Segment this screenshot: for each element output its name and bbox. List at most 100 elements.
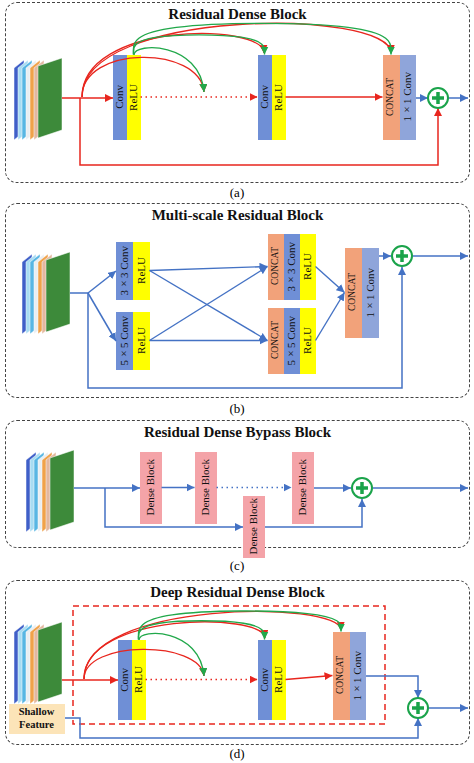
conv-box: 5×5 Conv [284, 308, 300, 374]
conv-box: Conv [258, 640, 272, 720]
box-label: Dense Block [297, 459, 308, 516]
caption-label: (c) [230, 558, 244, 574]
box-label: ReLU [302, 327, 313, 354]
bypass-line [265, 499, 362, 527]
conv-box: Conv [118, 640, 132, 720]
box-label: Shallow Feature [9, 706, 65, 730]
box-label: 1×1 Conv [402, 72, 413, 122]
feature-stack [14, 622, 62, 704]
connector [162, 487, 195, 488]
block-panel: Multi-scale Residual Block3×3 ConvReLU5×… [5, 203, 470, 398]
sum-symbol [352, 478, 372, 498]
box-label: Conv [259, 85, 270, 109]
connector [150, 267, 268, 341]
connector [139, 611, 342, 639]
box-label: ReLU [302, 253, 313, 280]
dense-arc [84, 622, 265, 679]
relu-box: ReLU [133, 312, 150, 370]
conv-box: 3×3 Conv [116, 242, 133, 300]
sum-symbol [392, 246, 412, 266]
branch-line [88, 293, 116, 341]
box-label: CONCAT [336, 656, 346, 694]
relu-box: ReLU [132, 640, 146, 720]
connector [141, 96, 258, 97]
branch-line [88, 271, 116, 293]
connector [134, 23, 392, 54]
connector [150, 271, 268, 341]
dense-block-box: Dense Block [195, 452, 217, 524]
dense-arc [82, 57, 204, 97]
feature-stack [22, 252, 70, 334]
box-label: ReLU [133, 666, 144, 693]
box-label: 1×1 Conv [365, 268, 376, 318]
relu-box: ReLU [272, 55, 286, 140]
box-label: CONCAT [386, 78, 396, 116]
panel-title: Deep Residual Dense Block [6, 583, 469, 601]
conv1x1-box: 1×1 Conv [350, 632, 366, 720]
box-label: 5×5 Conv [119, 316, 130, 366]
connector [286, 96, 383, 97]
block-panel: Residual Dense BlockConvReLUConvReLUCONC… [5, 2, 470, 183]
box-label: ReLU [136, 327, 147, 354]
box-label: Conv [119, 668, 130, 692]
shallow-line [65, 718, 418, 738]
relu-box: ReLU [127, 55, 141, 140]
connector [150, 267, 268, 271]
connector [146, 679, 258, 680]
connector [316, 267, 345, 293]
block-panel: Deep Residual Dense BlockConvReLUConvReL… [5, 580, 470, 745]
feature-stack [14, 58, 62, 140]
dense-arc [82, 33, 264, 97]
box-label: ReLU [273, 84, 284, 111]
connector [316, 293, 345, 341]
dense-arc [134, 48, 204, 92]
relu-box: ReLU [133, 242, 150, 300]
conv1x1-box: 1×1 Conv [400, 55, 416, 140]
caption-label: (d) [229, 746, 244, 762]
conv-box: 3×3 Conv [284, 234, 300, 300]
conv-box: 5×5 Conv [116, 312, 133, 370]
group-outline [73, 606, 385, 724]
concat-box: CONCAT [345, 248, 362, 338]
panel-title: Multi-scale Residual Block [6, 206, 469, 224]
shallow-feature-box: Shallow Feature [9, 704, 65, 734]
feature-stack [26, 450, 74, 532]
box-label: CONCAT [271, 247, 281, 285]
box-label: CONCAT [271, 321, 281, 359]
sum-line [366, 676, 418, 698]
dense-block-box: Dense Block [140, 452, 162, 524]
input-line [62, 97, 113, 99]
caption-label: (b) [229, 401, 244, 417]
connector [134, 35, 265, 55]
relu-box: ReLU [272, 640, 286, 720]
panel-title: Residual Dense Block [6, 5, 469, 23]
box-label: CONCAT [348, 273, 358, 311]
box-label: Conv [259, 668, 270, 692]
connector [150, 340, 268, 341]
output-line [448, 97, 468, 99]
box-label: Dense Block [200, 459, 211, 516]
box-label: Dense Block [145, 459, 156, 516]
output-line [373, 487, 468, 489]
sum-symbol [408, 698, 428, 718]
connector [217, 487, 292, 488]
dense-block-box: Dense Block [243, 496, 265, 558]
concat-box: CONCAT [383, 55, 400, 140]
block-panel: Residual Dense Bypass BlockDense BlockDe… [5, 420, 470, 548]
relu-box: ReLU [300, 234, 316, 300]
sum-line [314, 487, 351, 489]
sum-line [416, 97, 428, 99]
conv1x1-box: 1×1 Conv [362, 248, 379, 338]
box-label: ReLU [128, 84, 139, 111]
box-label: Conv [114, 85, 125, 109]
conv-box: Conv [113, 55, 127, 140]
relu-box: ReLU [300, 308, 316, 374]
box-label: 5×5 Conv [286, 316, 297, 366]
dense-arc [139, 633, 204, 676]
input-line [70, 292, 88, 294]
connector [139, 621, 265, 640]
concat-box: CONCAT [268, 234, 284, 300]
box-label: ReLU [273, 666, 284, 693]
box-label: ReLU [136, 257, 147, 284]
box-label: Dense Block [248, 498, 259, 555]
